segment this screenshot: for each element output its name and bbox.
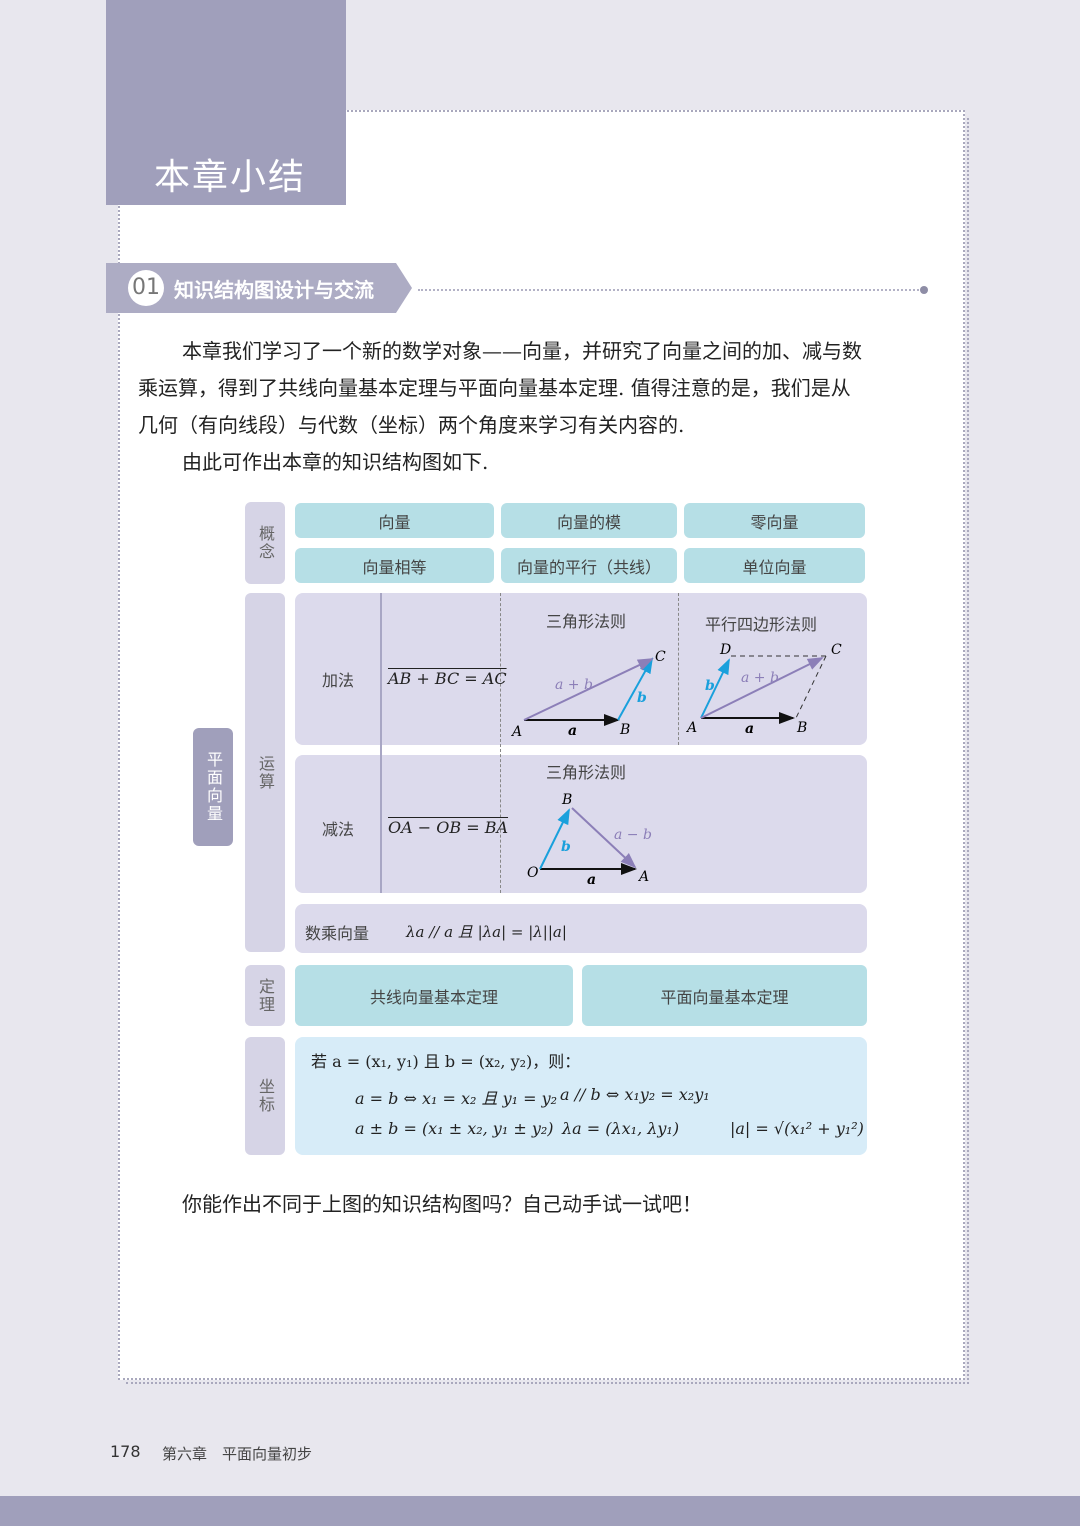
- label-sum: a + b: [741, 670, 779, 686]
- label-b: b: [705, 678, 715, 694]
- cat-theorem: 定理: [245, 965, 285, 1026]
- point-O: O: [527, 865, 539, 881]
- column-divider: [380, 593, 382, 893]
- cat-coordinate: 坐标: [245, 1037, 285, 1155]
- theorem-box: 平面向量基本定理: [582, 965, 867, 1026]
- chapter-summary-tab: 本章小结: [106, 0, 346, 205]
- page-number: 178: [110, 1442, 141, 1461]
- closing-question: 你能作出不同于上图的知识结构图吗？自己动手试一试吧！: [182, 1192, 702, 1216]
- divider-dot: [920, 286, 928, 294]
- point-B: B: [561, 792, 572, 808]
- point-A: A: [637, 869, 649, 885]
- para-line: 几何（有向线段）与代数（坐标）两个角度来学习有关内容的.: [138, 413, 685, 437]
- scalar-formula: λa // a 且 |λa| = |λ||a|: [406, 923, 567, 941]
- parallelogram-rule-label: 平行四边形法则: [705, 615, 818, 634]
- para-line: 乘运算，得到了共线向量基本定理与平面向量基本定理. 值得注意的是，我们是从: [138, 376, 851, 400]
- theorem-box: 共线向量基本定理: [295, 965, 573, 1026]
- running-footer: 第六章 平面向量初步: [162, 1445, 313, 1463]
- triangle-rule-label: 三角形法则: [546, 612, 627, 631]
- cat-operation: 运算: [245, 593, 285, 952]
- label-a: a: [587, 872, 596, 888]
- label-diff: a − b: [614, 827, 652, 843]
- addition-label: 加法: [322, 671, 355, 690]
- section-number: 01: [128, 270, 164, 306]
- coord-scalar: λa = (λx₁, λy₁): [562, 1119, 680, 1138]
- label-a: a: [568, 723, 577, 739]
- subtraction-label: 减法: [322, 820, 355, 839]
- label-b: b: [637, 690, 647, 706]
- subtraction-formula: OA − OB = BA: [388, 818, 509, 837]
- concept-box: 向量的模: [501, 503, 677, 538]
- coordinate-panel: [295, 1037, 867, 1155]
- concept-box: 向量: [295, 503, 494, 538]
- concept-box: 单位向量: [684, 548, 865, 583]
- coord-addsub: a ± b = (x₁ ± x₂, y₁ ± y₂): [355, 1119, 554, 1138]
- chapter-summary-title: 本章小结: [154, 157, 307, 198]
- vector-b: [539, 808, 570, 870]
- page-frame-shadow: [126, 118, 969, 1384]
- scalar-panel: [295, 904, 867, 953]
- coord-modulus: |a| = √(x₁² + y₁²): [730, 1119, 864, 1138]
- concept-box: 向量相等: [295, 548, 494, 583]
- root-node: 平面向量: [193, 728, 233, 846]
- concept-box: 向量的平行（共线）: [501, 548, 677, 583]
- cat-concept: 概念: [245, 502, 285, 584]
- label-b: b: [561, 839, 571, 855]
- point-A: A: [685, 720, 697, 736]
- dashed-divider: [500, 593, 501, 893]
- para-line: 由此可作出本章的知识结构图如下.: [182, 450, 489, 474]
- point-C: C: [655, 649, 666, 665]
- triangle-rule-label: 三角形法则: [546, 763, 627, 782]
- point-C: C: [831, 642, 842, 658]
- bottom-band: [0, 1496, 1080, 1526]
- dashed-divider: [678, 593, 679, 745]
- label-sum: a + b: [555, 677, 593, 693]
- label-a: a: [745, 721, 754, 737]
- vector-sum: [523, 658, 654, 721]
- concept-box: 零向量: [684, 503, 865, 538]
- coord-equal: a = b ⇔ x₁ = x₂ 且 y₁ = y₂: [355, 1089, 558, 1108]
- section-title: 知识结构图设计与交流: [174, 278, 374, 302]
- point-B: B: [796, 720, 807, 736]
- section-divider: [418, 289, 923, 291]
- vector-diff: [571, 807, 637, 869]
- point-A: A: [510, 724, 522, 740]
- point-D: D: [719, 642, 731, 658]
- addition-formula: AB + BC = AC: [388, 669, 507, 688]
- coord-premise: 若 a = (x₁, y₁) 且 b = (x₂, y₂)，则：: [311, 1052, 581, 1071]
- vector-b: [700, 658, 730, 719]
- point-B: B: [619, 722, 630, 738]
- coord-parallel: a // b ⇔ x₁y₂ = x₂y₁: [560, 1085, 710, 1104]
- para-line: 本章我们学习了一个新的数学对象——向量，并研究了向量之间的加、减与数: [182, 339, 862, 363]
- scalar-label: 数乘向量: [305, 924, 370, 943]
- vector-sum: [700, 657, 824, 719]
- dashed-edge: [795, 655, 827, 719]
